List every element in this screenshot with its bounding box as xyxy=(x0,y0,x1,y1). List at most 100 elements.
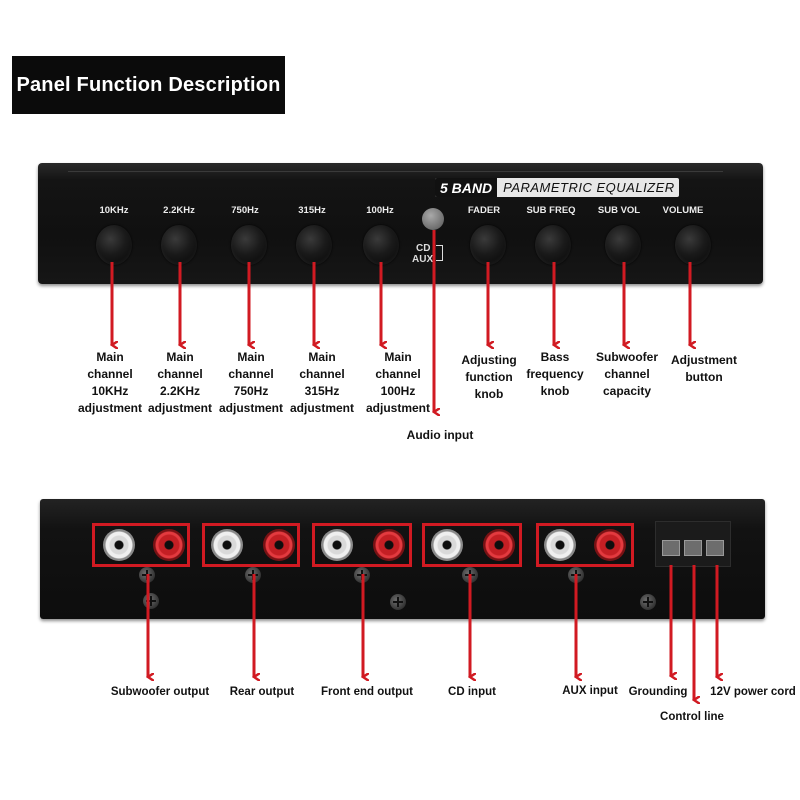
rca-red-jack[interactable] xyxy=(263,529,295,561)
screw-icon xyxy=(245,567,261,583)
knob-label-sub-vol: SUB VOL xyxy=(598,205,640,216)
callout-line: Adjusting xyxy=(461,352,516,369)
screw-icon xyxy=(354,567,370,583)
knob-label-750hz: 750Hz xyxy=(231,205,258,216)
callout-cd-input: CD input xyxy=(448,684,496,701)
callout-100hz: Main channel 100Hz adjustment xyxy=(366,349,430,417)
knob-100hz[interactable] xyxy=(363,225,399,265)
callout-line: Bass xyxy=(526,349,583,366)
front-output-jacks xyxy=(312,523,412,567)
callout-line: channel xyxy=(290,366,354,383)
power-terminal-block xyxy=(655,521,731,567)
knob-2-2khz[interactable] xyxy=(161,225,197,265)
rca-white-jack[interactable] xyxy=(211,529,243,561)
screw-icon xyxy=(462,567,478,583)
badge-text: PARAMETRIC EQUALIZER xyxy=(497,180,675,195)
knob-label-2-2khz: 2.2KHz xyxy=(163,205,195,216)
callout-sub-vol: Subwoofer channel capacity xyxy=(596,349,658,400)
knob-label-315hz: 315Hz xyxy=(298,205,325,216)
knob-label-100hz: 100Hz xyxy=(366,205,393,216)
rear-output-jacks xyxy=(202,523,300,567)
aux-input-jacks xyxy=(536,523,634,567)
screw-icon xyxy=(143,593,159,609)
equalizer-badge: 5 BAND PARAMETRIC EQUALIZER xyxy=(435,178,679,197)
callout-fader: Adjusting function knob xyxy=(461,352,516,403)
callout-line: Main xyxy=(78,349,142,366)
callout-line: adjustment xyxy=(219,400,283,417)
knob-label-sub-freq: SUB FREQ xyxy=(526,205,575,216)
callout-audio-input: Audio input xyxy=(407,427,474,444)
switch-mark xyxy=(436,245,443,261)
callout-line: 100Hz xyxy=(366,383,430,400)
callout-line: frequency xyxy=(526,366,583,383)
badge-band: 5 BAND xyxy=(435,178,497,197)
callout-front-end-output: Front end output xyxy=(321,684,413,701)
knob-label-10khz: 10KHz xyxy=(99,205,128,216)
knob-sub-freq[interactable] xyxy=(535,225,571,265)
callout-grounding: Grounding xyxy=(629,684,688,701)
callout-10khz: Main channel 10KHz adjustment xyxy=(78,349,142,417)
callout-aux-input: AUX input xyxy=(562,683,618,700)
callout-line: channel xyxy=(596,366,658,383)
knob-315hz[interactable] xyxy=(296,225,332,265)
callout-line: Main xyxy=(219,349,283,366)
callout-line: 315Hz xyxy=(290,383,354,400)
callout-line: channel xyxy=(148,366,212,383)
cd-input-jacks xyxy=(422,523,522,567)
panel-edge-line xyxy=(68,171,723,172)
screw-icon xyxy=(640,594,656,610)
knob-label-fader: FADER xyxy=(468,205,500,216)
knob-sub-vol[interactable] xyxy=(605,225,641,265)
rca-red-jack[interactable] xyxy=(373,529,405,561)
switch-label-cd: CD xyxy=(412,243,433,254)
knob-fader[interactable] xyxy=(470,225,506,265)
callout-control-line: Control line xyxy=(660,709,724,726)
callout-line: Main xyxy=(290,349,354,366)
knob-volume[interactable] xyxy=(675,225,711,265)
knob-label-volume: VOLUME xyxy=(663,205,704,216)
terminal-slot[interactable] xyxy=(662,540,680,556)
callout-sub-freq: Bass frequency knob xyxy=(526,349,583,400)
rca-white-jack[interactable] xyxy=(544,529,576,561)
callout-line: function xyxy=(461,369,516,386)
rca-red-jack[interactable] xyxy=(153,529,185,561)
screw-icon xyxy=(390,594,406,610)
callout-line: knob xyxy=(461,386,516,403)
callout-line: 2.2KHz xyxy=(148,383,212,400)
subwoofer-output-jacks xyxy=(92,523,190,567)
screw-icon xyxy=(568,567,584,583)
callout-line: Main xyxy=(148,349,212,366)
callout-line: channel xyxy=(78,366,142,383)
terminal-slot[interactable] xyxy=(706,540,724,556)
back-panel xyxy=(40,499,765,619)
knob-10khz[interactable] xyxy=(96,225,132,265)
knob-750hz[interactable] xyxy=(231,225,267,265)
callout-line: knob xyxy=(526,383,583,400)
callout-12v-power-cord: 12V power cord xyxy=(710,684,796,701)
callout-line: Audio input xyxy=(407,427,474,444)
front-panel: 5 BAND PARAMETRIC EQUALIZER 10KHz 2.2KHz… xyxy=(38,163,763,284)
callout-line: adjustment xyxy=(148,400,212,417)
callout-2-2khz: Main channel 2.2KHz adjustment xyxy=(148,349,212,417)
callout-line: 750Hz xyxy=(219,383,283,400)
callout-315hz: Main channel 315Hz adjustment xyxy=(290,349,354,417)
callout-line: Subwoofer xyxy=(596,349,658,366)
rca-white-jack[interactable] xyxy=(103,529,135,561)
rca-white-jack[interactable] xyxy=(321,529,353,561)
callout-750hz: Main channel 750Hz adjustment xyxy=(219,349,283,417)
screw-icon xyxy=(139,567,155,583)
terminal-slot[interactable] xyxy=(684,540,702,556)
page-title: Panel Function Description xyxy=(12,56,285,114)
switch-label-aux: AUX xyxy=(412,254,433,265)
rca-white-jack[interactable] xyxy=(431,529,463,561)
rca-red-jack[interactable] xyxy=(483,529,515,561)
callout-volume: Adjustment button xyxy=(671,352,737,386)
callout-line: adjustment xyxy=(366,400,430,417)
callout-subwoofer-output: Subwoofer output xyxy=(111,684,209,701)
rca-red-jack[interactable] xyxy=(594,529,626,561)
callout-line: 10KHz xyxy=(78,383,142,400)
cd-aux-button[interactable] xyxy=(422,208,444,230)
callout-rear-output: Rear output xyxy=(230,684,295,701)
callout-line: capacity xyxy=(596,383,658,400)
cd-aux-switch-label: CD AUX xyxy=(412,243,433,265)
